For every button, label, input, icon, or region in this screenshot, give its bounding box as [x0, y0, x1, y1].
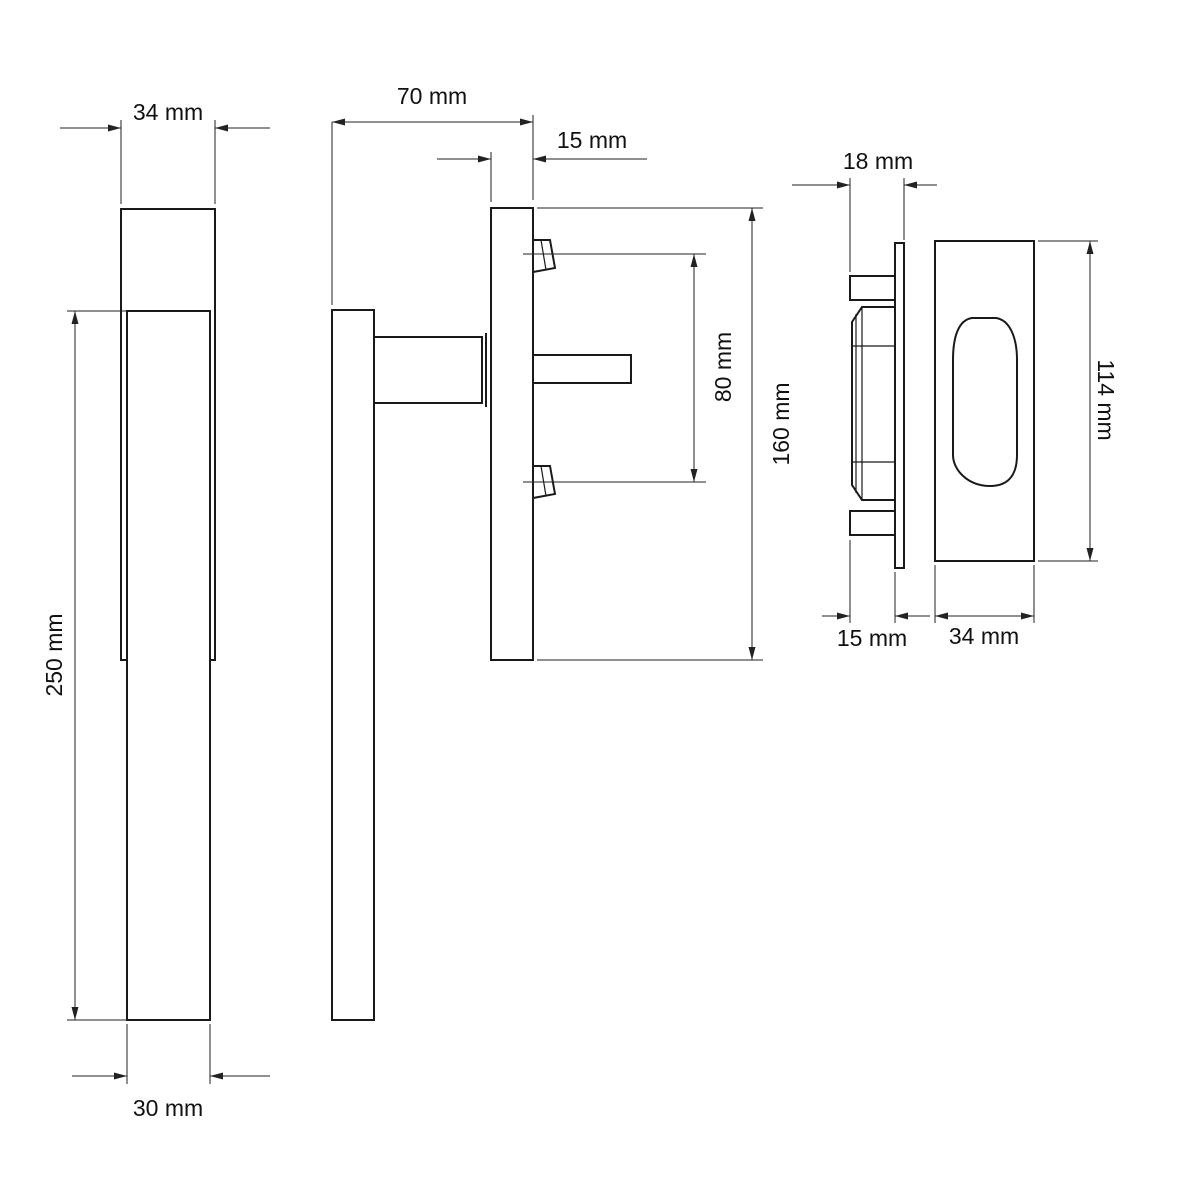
dim-side-projection: 70 mm	[331, 83, 534, 305]
side-handle-neck	[373, 336, 483, 404]
label-front-height: 250 mm	[41, 613, 67, 696]
side-screw-upper	[532, 239, 557, 274]
dim-side-rose-depth: 15 mm	[437, 127, 647, 202]
dim-side-rose-height: 160 mm	[537, 207, 794, 661]
label-side-screw-spacing: 80 mm	[710, 332, 736, 402]
dim-side-screw-spacing: 80 mm	[523, 253, 736, 483]
cover-base-plate	[894, 242, 905, 569]
label-cover-width: 34 mm	[949, 623, 1019, 649]
label-cover-base-depth: 15 mm	[837, 625, 907, 651]
label-cover-clip-depth: 18 mm	[843, 148, 913, 174]
dim-cover-width: 34 mm	[934, 565, 1035, 649]
label-side-rose-depth: 15 mm	[557, 127, 627, 153]
dim-front-top-width: 34 mm	[60, 99, 270, 204]
cover-clip-lower	[849, 510, 896, 536]
dim-cover-clip-depth: 18 mm	[792, 148, 937, 272]
side-view: 70 mm 15 mm 80 mm 160 mm	[331, 83, 794, 1021]
dim-cover-height: 114 mm	[1038, 240, 1119, 562]
dim-front-height: 250 mm	[41, 310, 127, 1021]
front-view: 34 mm 250 mm 30 mm	[41, 99, 270, 1121]
dim-cover-base-depth: 15 mm	[822, 540, 930, 651]
label-front-bottom-width: 30 mm	[133, 1095, 203, 1121]
dim-front-bottom-width: 30 mm	[72, 1024, 270, 1121]
side-rose-plate	[490, 207, 534, 661]
label-cover-height: 114 mm	[1093, 359, 1119, 440]
label-side-rose-height: 160 mm	[768, 382, 794, 465]
cover-oval-slot	[952, 317, 1018, 488]
cover-clip-upper	[849, 275, 896, 301]
label-front-top-width: 34 mm	[133, 99, 203, 125]
side-spindle	[532, 354, 632, 384]
cover-view: 18 mm 15 mm 34 mm 114	[792, 148, 1119, 651]
side-handle-grip	[331, 309, 375, 1021]
cover-spindle-housing	[851, 306, 896, 501]
front-handle-lever	[126, 310, 211, 1021]
label-side-projection: 70 mm	[397, 83, 467, 109]
